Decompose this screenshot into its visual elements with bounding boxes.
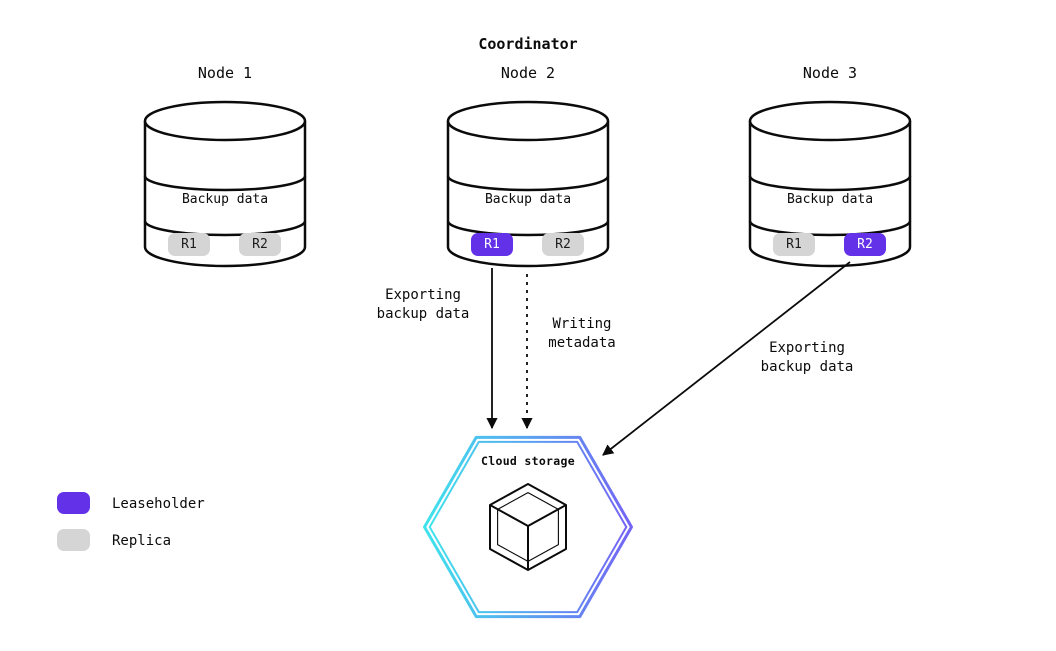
node1-label: Node 1 bbox=[197, 64, 253, 82]
leaseholder-legend-label: Leaseholder bbox=[112, 496, 205, 512]
arrow-node3-export-backup bbox=[602, 261, 851, 456]
edge-label-node2-exporting: Exporting backup data bbox=[376, 287, 470, 322]
replica-legend-swatch bbox=[57, 529, 90, 551]
leaseholder-legend-swatch bbox=[57, 492, 90, 514]
replica-legend-label: Replica bbox=[112, 533, 172, 549]
node2-backup-data-label: Backup data bbox=[484, 192, 572, 207]
node2-leaseholder-r1-badge: R1 bbox=[471, 233, 513, 256]
edge-label-writing-metadata: Writing metadata bbox=[548, 316, 616, 351]
node2-database-cylinder bbox=[446, 100, 610, 268]
node3-leaseholder-r2-badge: R2 bbox=[844, 233, 886, 256]
diagram-title: Coordinator bbox=[478, 35, 578, 53]
node3-label: Node 3 bbox=[802, 64, 858, 82]
node2-label: Node 2 bbox=[500, 64, 556, 82]
node3-database-cylinder bbox=[748, 100, 912, 268]
node3-replica-r1-badge: R1 bbox=[773, 233, 815, 256]
node3-backup-data-label: Backup data bbox=[786, 192, 874, 207]
edge-label-node3-exporting: Exporting backup data bbox=[760, 340, 854, 375]
cube-icon bbox=[489, 483, 567, 571]
node2-replica-r2-badge: R2 bbox=[542, 233, 584, 256]
node1-replica-r1-badge: R1 bbox=[168, 233, 210, 256]
node1-database-cylinder bbox=[143, 100, 307, 268]
cloud-storage-label: Cloud storage bbox=[481, 454, 575, 468]
node1-replica-r2-badge: R2 bbox=[239, 233, 281, 256]
node1-backup-data-label: Backup data bbox=[181, 192, 269, 207]
